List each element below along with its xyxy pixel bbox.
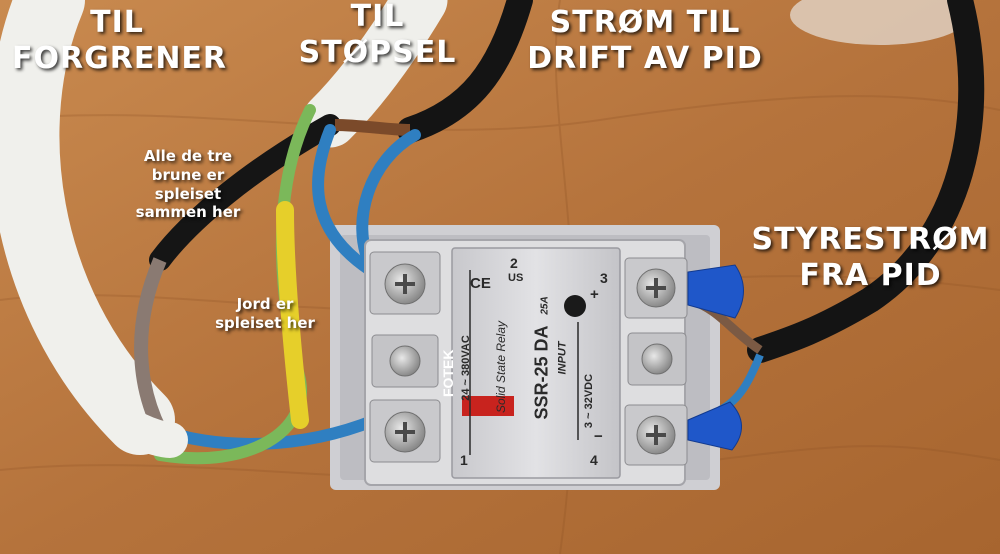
label-til-forgrener: TIL FORGRENER xyxy=(12,5,228,76)
label-styrestrom-line2: FRA PID xyxy=(799,258,942,293)
terminal-3 xyxy=(624,257,688,319)
black-cable-styrestrom xyxy=(747,0,985,363)
relay-type-text: Solid State Relay xyxy=(494,320,509,414)
relay-terminal-3: 3 xyxy=(600,270,608,286)
brown-wire xyxy=(134,257,167,434)
label-strom-line2: DRIFT AV PID xyxy=(527,41,763,76)
input-voltage-text: 3 ~ 32VDC xyxy=(583,373,596,429)
mounting-screw-right xyxy=(627,332,687,386)
load-voltage-text: 24 ~ 380VAC xyxy=(459,335,472,401)
white-cable-forgrener xyxy=(0,0,175,455)
black-cable-drift xyxy=(397,0,533,143)
led-indicator xyxy=(564,295,586,317)
label-til-stopsel: TIL STØPSEL xyxy=(295,2,460,68)
label-brune-line1: Alle de tre xyxy=(143,147,233,165)
mounting-screw-left xyxy=(371,334,439,388)
fotek-brand-text: FOTEK xyxy=(440,349,456,397)
ul-mark: US xyxy=(508,272,524,284)
label-til-forgrener-line1: TIL xyxy=(90,5,144,40)
blue-crimp-terminal-top xyxy=(687,264,744,319)
label-til-forgrener-line2: FORGRENER xyxy=(12,41,228,76)
relay-terminal-1: 1 xyxy=(460,452,468,468)
ce-mark: CE xyxy=(470,275,491,292)
relay-plus-sign: + xyxy=(590,286,599,303)
white-cable-stopsel xyxy=(302,0,448,148)
white-cable-end xyxy=(102,402,188,458)
terminal-4 xyxy=(624,404,688,466)
label-brune-line3: spleiset xyxy=(154,184,222,203)
relay-minus-sign: − xyxy=(594,428,603,445)
label-strom-til-drift: STRØM TIL DRIFT AV PID xyxy=(520,8,770,74)
label-til-stopsel-line2: STØPSEL xyxy=(298,35,457,70)
terminal-1 xyxy=(369,399,441,463)
relay-terminal-2: 2 xyxy=(510,255,518,271)
label-til-stopsel-line1: TIL xyxy=(350,0,405,34)
label-styrestrom: STYRESTRØM FRA PID xyxy=(748,225,993,291)
label-brune-line4: sammen her xyxy=(135,203,241,222)
relay-terminal-4: 4 xyxy=(590,452,598,468)
label-brune-line2: brune er xyxy=(151,165,225,184)
label-brune-spleiset: Alle de tre brune er spleiset sammen her xyxy=(118,147,258,222)
input-label-text: INPUT xyxy=(556,341,569,375)
blurred-object xyxy=(790,0,970,45)
blue-crimp-terminal-bottom xyxy=(687,401,742,451)
label-strom-line1: STRØM TIL xyxy=(549,5,741,40)
terminal-2 xyxy=(369,251,441,315)
fotek-badge xyxy=(462,396,514,416)
blue-wire-stopsel xyxy=(312,124,376,276)
relay-model-text: SSR-25 DA xyxy=(531,325,552,420)
relay-rating-text: 25A xyxy=(539,296,551,315)
label-styrestrom-line1: STYRESTRØM xyxy=(751,222,990,257)
yellow-sleeve xyxy=(276,201,309,429)
brown-wire-top xyxy=(334,119,411,136)
label-jord-spleiset: Jord er spleiset her xyxy=(200,295,330,333)
label-jord-line1: Jord er xyxy=(236,295,294,313)
label-jord-line2: spleiset her xyxy=(215,313,315,332)
